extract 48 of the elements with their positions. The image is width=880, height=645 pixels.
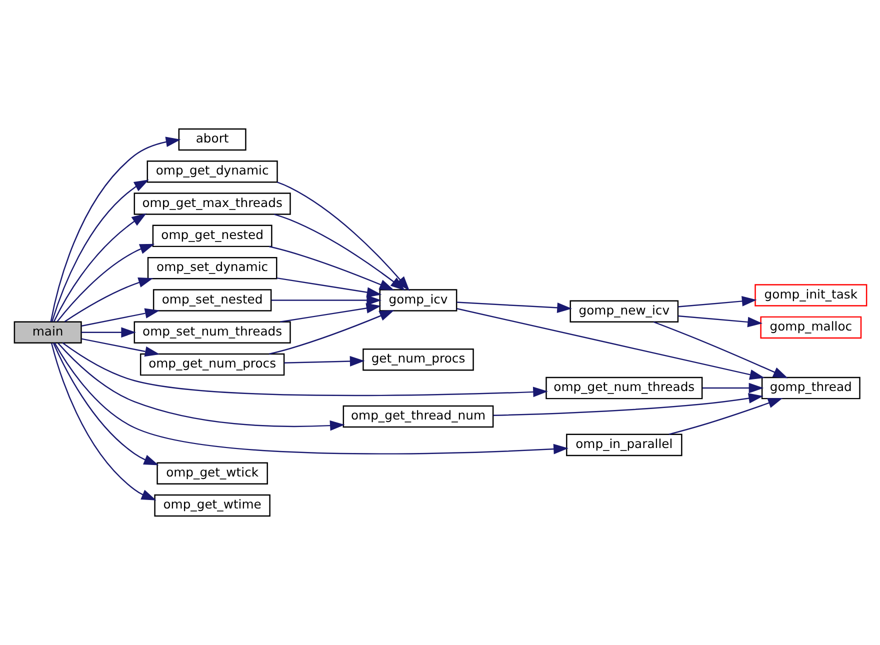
arrow bbox=[276, 277, 382, 298]
arrow bbox=[54, 342, 568, 454]
arrow bbox=[273, 214, 405, 291]
node-box: omp_get_thread_num bbox=[342, 405, 494, 428]
arrow bbox=[56, 244, 154, 322]
arrow bbox=[270, 295, 382, 306]
arrow bbox=[51, 180, 148, 322]
node-box: omp_set_num_threads bbox=[133, 321, 290, 344]
node-box: abort bbox=[178, 128, 246, 151]
arrow bbox=[80, 338, 160, 357]
arrow bbox=[50, 136, 180, 322]
node-box: omp_get_num_threads bbox=[545, 376, 702, 400]
node-box: omp_get_dynamic bbox=[146, 160, 278, 183]
arrow bbox=[62, 342, 548, 398]
node-box: get_num_procs bbox=[362, 348, 474, 371]
arrow bbox=[80, 327, 136, 338]
arrow bbox=[652, 321, 788, 378]
arrow bbox=[456, 308, 764, 380]
arrow bbox=[268, 310, 394, 355]
node-box: main bbox=[13, 321, 82, 344]
node-box: gomp_icv bbox=[378, 289, 457, 312]
arrow bbox=[64, 277, 153, 322]
node-box: omp_get_max_threads bbox=[133, 192, 290, 215]
arrow bbox=[492, 393, 763, 416]
arrow bbox=[456, 302, 572, 313]
arrow bbox=[50, 343, 156, 500]
arrow bbox=[268, 246, 394, 290]
node-box: omp_get_wtime bbox=[154, 494, 270, 517]
node-box: omp_get_wtick bbox=[156, 462, 268, 485]
arrow bbox=[678, 315, 762, 328]
node-box: gomp_thread bbox=[760, 376, 860, 400]
node-box: gomp_new_icv bbox=[569, 300, 678, 322]
node-box: omp_get_num_procs bbox=[139, 353, 284, 376]
arrow bbox=[52, 342, 158, 466]
arrow bbox=[280, 303, 381, 322]
arrow bbox=[702, 382, 764, 394]
arrow bbox=[668, 398, 782, 435]
node-box: omp_get_nested bbox=[152, 224, 272, 248]
node-box: omp_set_nested bbox=[152, 289, 272, 312]
arrow bbox=[57, 342, 344, 431]
arrow bbox=[80, 308, 160, 327]
node-box: gomp_malloc bbox=[760, 316, 862, 339]
node-box: gomp_init_task bbox=[754, 284, 867, 306]
node-box: omp_set_dynamic bbox=[146, 256, 277, 280]
arrow bbox=[284, 356, 364, 366]
node-box: omp_in_parallel bbox=[566, 434, 682, 456]
arrow bbox=[678, 296, 756, 308]
arrow bbox=[52, 213, 146, 322]
